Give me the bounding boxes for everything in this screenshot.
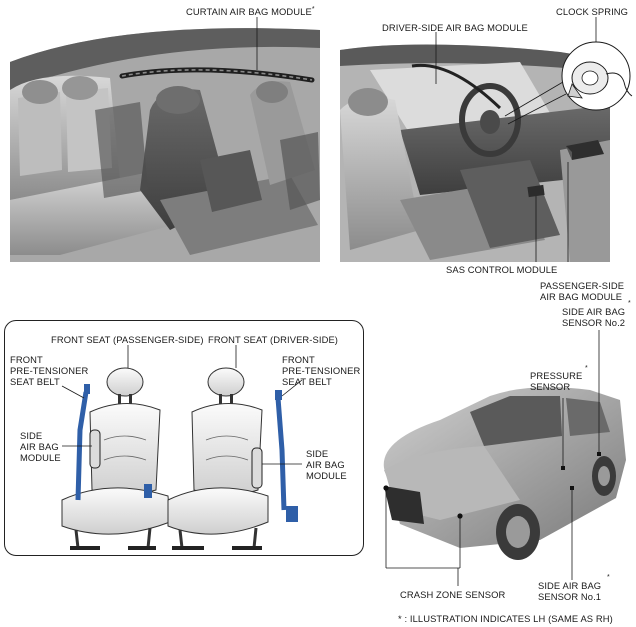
label-sas-module: SAS CONTROL MODULE (446, 264, 558, 275)
label-front-seat-driver: FRONT SEAT (DRIVER-SIDE) (208, 334, 339, 345)
label-pressure-sensor-asterisk: * (585, 365, 588, 372)
label-pressure-sensor: PRESSURE SENSOR (530, 370, 583, 392)
label-clock-spring: CLOCK SPRING (556, 6, 629, 17)
label-side-sensor-no2: SIDE AIR BAG SENSOR No.2 (562, 306, 626, 328)
label-curtain-airbag: CURTAIN AIR BAG MODULE* (186, 5, 315, 17)
front-cabin-view (340, 44, 610, 262)
label-front-seat-passenger: FRONT SEAT (PASSENGER-SIDE) (51, 334, 204, 345)
label-pretensioner-right: FRONT PRE-TENSIONER SEAT BELT (282, 354, 361, 387)
top-leader-lines (256, 17, 597, 262)
label-side-sensor-no1-asterisk: * (607, 574, 610, 581)
label-side-airbag-module-right: SIDE AIR BAG MODULE (306, 448, 347, 481)
passenger-seat (61, 367, 171, 550)
rear-cabin-view (10, 28, 320, 263)
driver-seat (167, 367, 298, 550)
label-side-sensor-no2-asterisk: * (628, 300, 631, 307)
label-pretensioner-left: FRONT PRE-TENSIONER SEAT BELT (10, 354, 89, 387)
label-side-airbag-module-left: SIDE AIR BAG MODULE (20, 430, 61, 463)
label-passenger-airbag: PASSENGER-SIDE AIR BAG MODULE (540, 280, 625, 302)
footnote: * : ILLUSTRATION INDICATES LH (SAME AS R… (398, 613, 613, 624)
label-driver-airbag: DRIVER-SIDE AIR BAG MODULE (382, 22, 528, 33)
seat-detail-frame (4, 320, 364, 556)
label-side-sensor-no1: SIDE AIR BAG SENSOR No.1 (538, 580, 602, 602)
front-seats-illustration (61, 345, 303, 550)
vehicle-exterior-illustration (383, 330, 626, 586)
clock-spring-inset (504, 41, 633, 125)
label-crash-zone-sensor: CRASH ZONE SENSOR (400, 589, 506, 600)
